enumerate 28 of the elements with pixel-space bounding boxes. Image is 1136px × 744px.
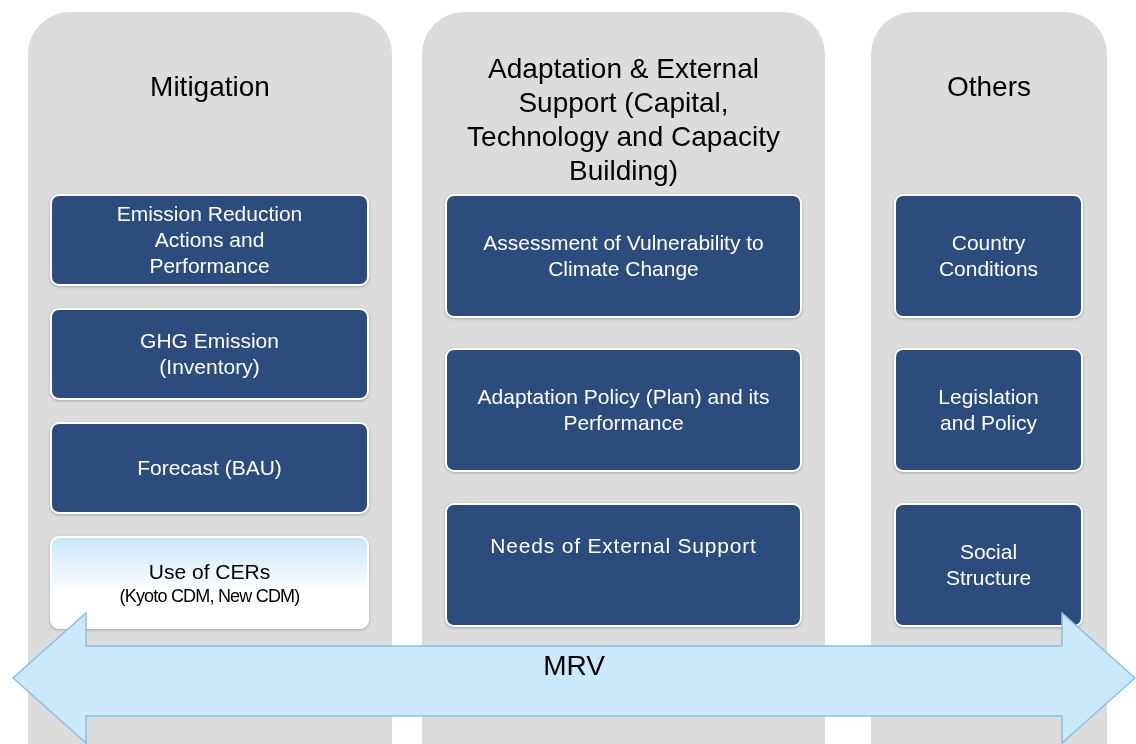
box-label: Needs of External Support (490, 533, 757, 559)
box-label: Adaptation Policy (Plan) and its Performance (477, 384, 770, 436)
topic-box (894, 194, 1083, 318)
topic-box (445, 194, 802, 318)
box-label: Country Conditions (937, 230, 1040, 282)
box-label: Assessment of Vulnerability to Climate Change (482, 230, 765, 282)
topic-box (894, 503, 1083, 627)
box-label: (Kyoto CDM, New CDM) (119, 584, 300, 607)
column-heading: Adaptation & External Support (Capital, Technology and Capacity Building) (466, 52, 781, 188)
box-label: Emission Reduction Actions and Performance (115, 201, 304, 279)
topic-box (50, 422, 369, 514)
box-label: Legislation and Policy (937, 384, 1040, 436)
category-column (422, 12, 825, 744)
box-label: Social Structure (944, 539, 1033, 591)
column-heading: Mitigation (149, 70, 271, 104)
topic-box (894, 348, 1083, 472)
category-column (28, 12, 392, 744)
topic-box (445, 348, 802, 472)
column-heading: Others (946, 70, 1032, 104)
category-column (871, 12, 1107, 744)
topic-box (50, 194, 369, 286)
arrow-label: MRV (542, 650, 606, 682)
box-label: Forecast (BAU) (137, 455, 282, 481)
box-label: Use of CERs (148, 558, 271, 585)
topic-box (445, 503, 802, 627)
topic-box (50, 308, 369, 400)
box-label: GHG Emission (Inventory) (139, 328, 280, 380)
topic-box (50, 536, 369, 629)
